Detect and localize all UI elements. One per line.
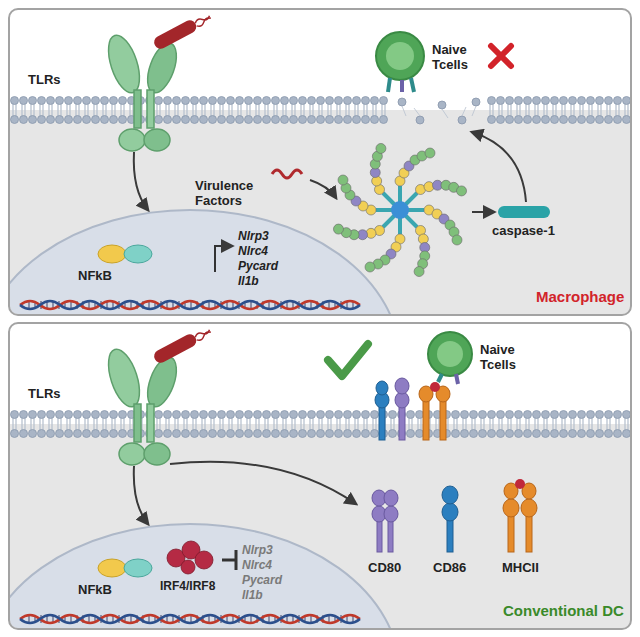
- cell-type-label: Conventional DC: [503, 602, 624, 619]
- cell-panel: Macrophage NFkB Nlrp3 Nlrc4 Pycard Il1b TLR…: [8, 8, 632, 316]
- structure-label: Virulence Factors: [195, 178, 253, 208]
- cell-type-label: Macrophage: [536, 288, 624, 305]
- protein-label: IRF4/IRF8: [160, 579, 215, 594]
- cell-label: Naive Tcells: [432, 42, 468, 72]
- molecule-label: MHCII: [502, 560, 539, 575]
- gene-list: Nlrp3 Nlrc4 Pycard Il1b: [238, 229, 278, 289]
- molecule-label: CD80: [368, 560, 401, 575]
- cell-panel: Conventional DC NFkB IRF4/IRF8 Nlrp3 Nlrc4 …: [8, 322, 632, 630]
- cell-label: Naive Tcells: [480, 342, 516, 372]
- nucleus: NFkB Nlrp3 Nlrc4 Pycard Il1b: [8, 210, 400, 316]
- gene-list: Nlrp3 Nlrc4 Pycard Il1b: [242, 543, 282, 603]
- nucleus: NFkB IRF4/IRF8 Nlrp3 Nlrc4 Pycard Il1b: [8, 524, 400, 630]
- molecule-label: CD86: [433, 560, 466, 575]
- protein-label: NFkB: [78, 268, 112, 283]
- protein-label: NFkB: [78, 582, 112, 597]
- protein-label: caspase-1: [492, 223, 555, 238]
- receptor-label: TLRs: [28, 72, 61, 87]
- receptor-label: TLRs: [28, 386, 61, 401]
